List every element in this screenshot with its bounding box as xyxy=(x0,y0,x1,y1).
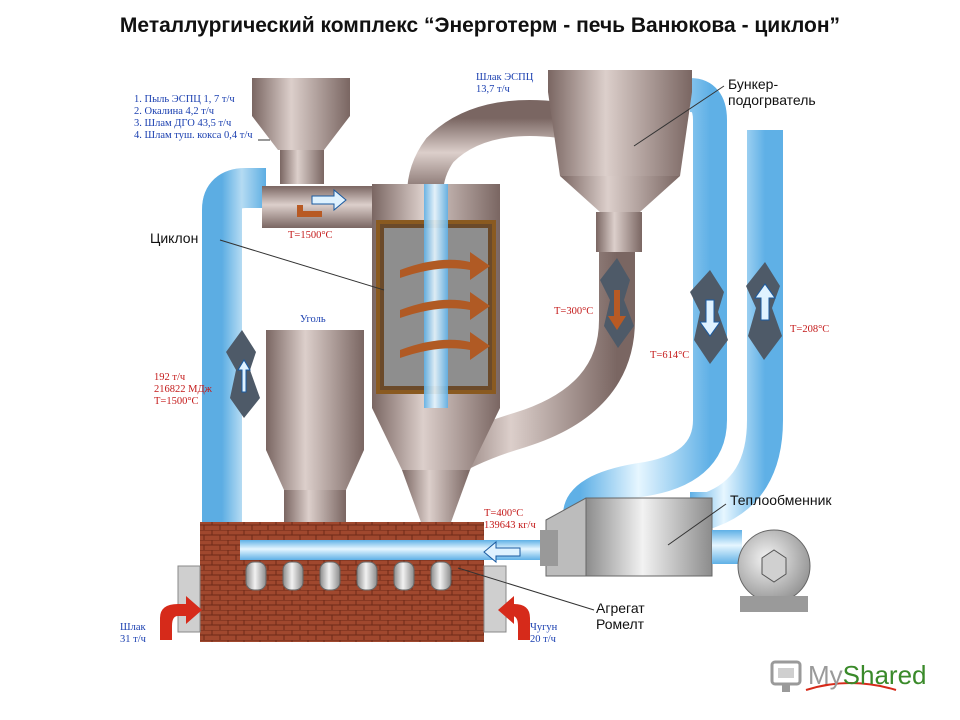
exchanger-temperature: Т=400°С xyxy=(484,508,524,519)
watermark-shared: Shared xyxy=(842,660,927,690)
temperature-300: Т=300°С xyxy=(554,306,594,317)
slag-espc-name: Шлак ЭСПЦ xyxy=(476,72,534,83)
heat-exchanger xyxy=(540,497,742,577)
romelt-label: Агрегат Ромелт xyxy=(596,600,645,632)
left-flow-temperature: Т=1500°С xyxy=(154,396,199,407)
coal-label: Уголь xyxy=(300,314,326,325)
input-item: 1. Пыль ЭСПЦ 1, 7 т/ч xyxy=(134,94,235,105)
watermark-text: MyShared xyxy=(808,660,927,691)
exchanger-flow-rate: 139643 кг/ч xyxy=(484,520,536,531)
leader-lines xyxy=(219,85,727,611)
romelt-label-line: Ромелт xyxy=(596,616,645,632)
hot-duct xyxy=(407,100,563,196)
left-flow-rate: 192 т/ч xyxy=(154,372,186,383)
cyclone-label: Циклон xyxy=(150,230,199,246)
middle-gas-pipe xyxy=(563,78,727,518)
heat-exchanger-label: Теплообменник xyxy=(730,492,832,508)
temperature-208: Т=208°С xyxy=(790,324,830,335)
watermark-my: My xyxy=(808,660,843,690)
slag-output-rate: 31 т/ч xyxy=(120,634,146,645)
fan xyxy=(737,529,811,612)
iron-output-rate: 20 т/ч xyxy=(530,634,556,645)
outer-gas-pipe xyxy=(690,130,783,528)
bunker-label-line: подогрватель xyxy=(728,92,816,108)
input-item: 3. Шлам ДГО 43,5 т/ч xyxy=(134,118,232,129)
input-materials-list: 1. Пыль ЭСПЦ 1, 7 т/ч 2. Окалина 4,2 т/ч… xyxy=(134,94,253,142)
slag-espc-label: Шлак ЭСПЦ 13,7 т/ч xyxy=(476,72,533,96)
watermark-logo xyxy=(770,660,897,692)
slag-output-name: Шлак xyxy=(120,622,146,633)
iron-output-label: Чугун 20 т/ч xyxy=(530,622,557,646)
exchanger-flow-data: Т=400°С 139643 кг/ч xyxy=(484,508,536,532)
temperature-614: Т=614°С xyxy=(650,350,690,361)
left-flow-energy: 216822 МДж xyxy=(154,384,212,395)
romelt-furnace xyxy=(177,522,540,642)
input-item: 2. Окалина 4,2 т/ч xyxy=(134,106,215,117)
slag-espc-rate: 13,7 т/ч xyxy=(476,84,510,95)
cyclone-vessel xyxy=(372,184,500,525)
slag-output-label: Шлак 31 т/ч xyxy=(120,622,146,646)
bunker-label: Бункер- подогрватель xyxy=(728,76,816,108)
bunker-preheater xyxy=(548,70,692,252)
left-flow-data: 192 т/ч 216822 МДж Т=1500°С xyxy=(154,372,212,408)
cyclone-temperature: Т=1500°С xyxy=(288,230,333,241)
iron-output-name: Чугун xyxy=(530,622,558,633)
feed-pipe xyxy=(262,186,382,228)
flow-arrows xyxy=(160,188,776,640)
coal-bunker xyxy=(266,330,364,524)
input-item: 4. Шлам туш. кокса 0,4 т/ч xyxy=(134,130,253,141)
feed-hopper xyxy=(252,78,350,184)
bunker-label-line: Бункер- xyxy=(728,76,779,92)
page-title: Металлургический комплекс “Энерготерм - … xyxy=(119,14,841,37)
left-gas-pipe xyxy=(202,168,266,530)
romelt-label-line: Агрегат xyxy=(596,600,645,616)
